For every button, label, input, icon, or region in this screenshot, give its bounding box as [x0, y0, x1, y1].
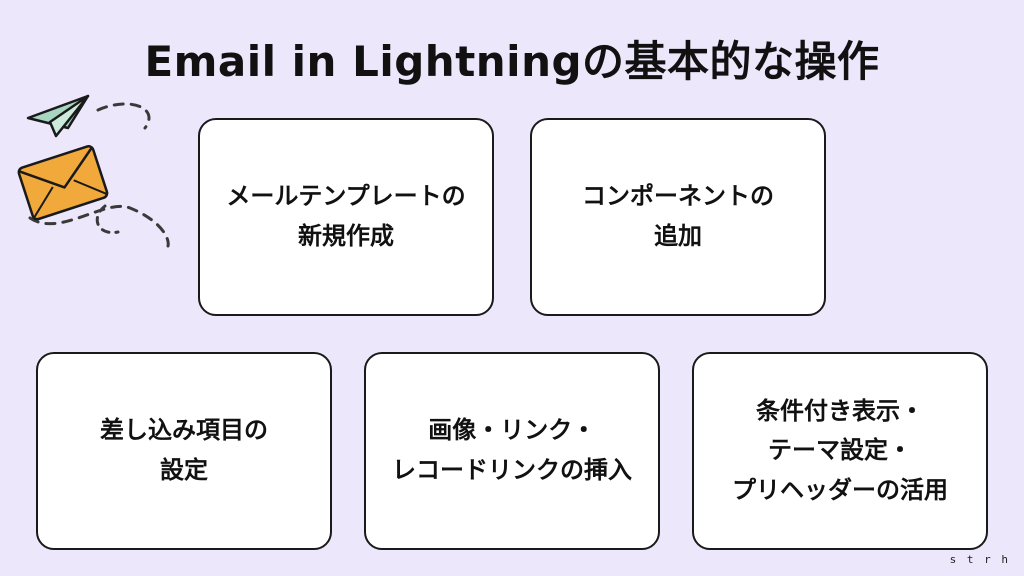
card-line: コンポーネントの — [582, 182, 774, 211]
paper-plane-icon — [26, 94, 90, 138]
card-line: テーマ設定・ — [768, 436, 912, 465]
card-line: 差し込み項目の — [100, 416, 268, 445]
card-line: 条件付き表示・ — [756, 396, 924, 425]
card-line: メールテンプレートの — [226, 182, 466, 211]
card-merge-fields[interactable]: 差し込み項目の 設定 — [36, 352, 332, 550]
card-insert-media[interactable]: 画像・リンク・ レコードリンクの挿入 — [364, 352, 660, 550]
mail-decoration — [17, 94, 170, 248]
page-title: Email in Lightningの基本的な操作 — [144, 37, 880, 86]
brand-mark: s t r h — [949, 553, 1010, 566]
card-line: 追加 — [654, 222, 702, 250]
card-line: 画像・リンク・ — [428, 416, 596, 445]
envelope-icon — [17, 145, 109, 221]
card-line: 設定 — [160, 456, 208, 484]
card-line: レコードリンクの挿入 — [392, 456, 632, 484]
card-conditional-theme-preheader[interactable]: 条件付き表示・ テーマ設定・ プリヘッダーの活用 — [692, 352, 988, 550]
card-line: 新規作成 — [298, 222, 394, 250]
card-add-component[interactable]: コンポーネントの 追加 — [530, 118, 826, 316]
card-create-template[interactable]: メールテンプレートの 新規作成 — [198, 118, 494, 316]
card-line: プリヘッダーの活用 — [732, 475, 948, 504]
